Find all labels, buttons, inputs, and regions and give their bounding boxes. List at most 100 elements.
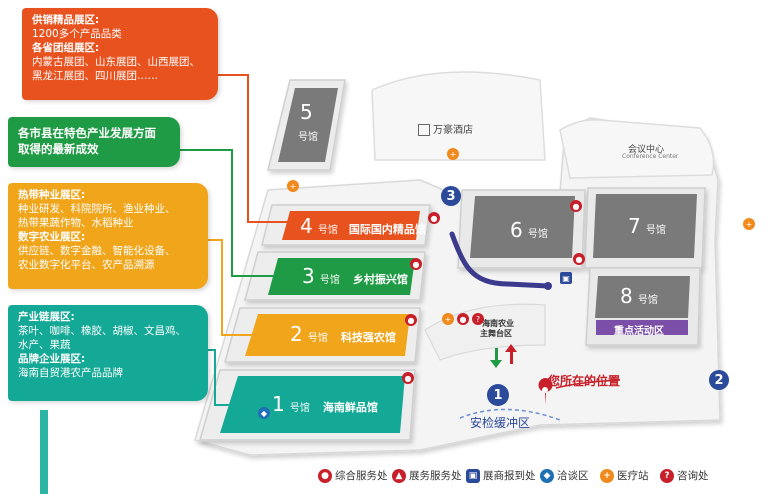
hall-1-name: 海南鲜品馆 <box>322 401 378 414</box>
hall-6-floor <box>470 196 575 258</box>
legend-item-medical: + 医疗站 <box>600 468 649 483</box>
badge-icon: ▣ <box>466 468 480 483</box>
panel-c-text-3: 供应链、数字金融、智能化设备、 <box>18 245 176 257</box>
medical-icon[interactable]: + <box>442 313 454 325</box>
conference-building <box>559 118 715 179</box>
hall-8-number: 8 <box>620 284 633 308</box>
hall-5-floor <box>278 88 338 162</box>
legend-item-negotiation: ◆ 洽谈区 <box>540 468 589 483</box>
badge-icon[interactable]: ▣ <box>560 272 572 284</box>
panel-a-heading-2: 各省团组展区: <box>32 42 100 54</box>
panel-b-text-2: 取得的最新成效 <box>18 142 99 156</box>
teal-accent-bar <box>40 410 48 494</box>
panel-industry-brand: 产业链展区: 茶叶、咖啡、橡胶、胡椒、文昌鸡、 水产、果蔬 品牌企业展区: 海南… <box>8 305 208 401</box>
panel-d-heading-1: 产业链展区: <box>18 311 75 323</box>
hall-8-label[interactable]: 8 号馆 <box>620 284 658 308</box>
conference-label-en: Conference Center <box>622 153 679 160</box>
conference-label: 会议中心 <box>628 145 665 155</box>
hall-6-label[interactable]: 6 号馆 <box>510 218 548 242</box>
panel-a-text-1: 1200多个产品品类 <box>32 28 122 40</box>
hall-5-number: 5 <box>300 100 313 124</box>
legend-item-inquiry: ? 咨询处 <box>660 468 709 483</box>
walkway <box>424 303 546 361</box>
people-icon[interactable]: ● <box>573 253 585 265</box>
hall-3-suffix: 号馆 <box>319 275 340 286</box>
hall-4-name: 国际国内精品馆 <box>348 223 426 236</box>
medical-icon[interactable]: + <box>447 148 459 160</box>
hall-2-name: 科技强农馆 <box>340 331 396 344</box>
hall-8-suffix: 号馆 <box>637 295 658 306</box>
panel-c-heading-1: 热带种业展区: <box>18 189 86 201</box>
panel-c-heading-2: 数字农业展区: <box>18 231 86 243</box>
people-icon[interactable]: ● <box>405 314 417 326</box>
panel-c-text-2: 热带果蔬作物、水稻种业 <box>18 217 134 229</box>
connector-c <box>208 239 258 336</box>
panel-a-text-2: 内蒙古展团、山东展团、山西展团、 <box>32 56 200 68</box>
panel-a-heading-1: 供销精品展区: <box>32 14 100 26</box>
panel-d-text-3: 海南自贸港农产品品牌 <box>18 367 123 379</box>
chat-icon: ◆ <box>540 468 554 483</box>
people-icon[interactable]: ● <box>410 258 422 270</box>
hall-4-label[interactable]: 4 号馆 国际国内精品馆 <box>300 214 426 238</box>
hall-1-label[interactable]: 1 号馆 海南鲜品馆 <box>272 392 378 416</box>
hall-7-label[interactable]: 7 号馆 <box>628 214 666 238</box>
panel-c-text-4: 农业数字化平台、农产品溯源 <box>18 259 155 271</box>
panel-d-heading-2: 品牌企业展区: <box>18 353 86 365</box>
panel-a-text-3: 黑龙江展团、四川展团…… <box>32 70 158 82</box>
medical-icon: + <box>600 468 614 483</box>
hall-6-suffix: 号馆 <box>527 229 548 240</box>
hotel-label: 万豪酒店 <box>418 121 473 136</box>
hotel-building <box>371 71 546 161</box>
hotel-icon <box>418 124 430 136</box>
panel-county-achievements: 各市县在特色产业发展方面 取得的最新成效 <box>8 117 180 167</box>
panel-d-text-1: 茶叶、咖啡、橡胶、胡椒、文昌鸡、 <box>18 325 186 337</box>
entrance-marker-3[interactable]: 3 <box>441 186 461 206</box>
panel-d-text-2: 水产、果蔬 <box>18 339 71 351</box>
main-stage-label-1: 海南农业 <box>482 319 514 328</box>
people-icon[interactable]: ● <box>428 212 440 224</box>
hall-7-floor <box>593 194 697 258</box>
buffer-zone-label: 安检缓冲区 <box>470 416 531 430</box>
hall-3-label[interactable]: 3 号馆 乡村振兴馆 <box>302 264 408 288</box>
panel-seed-digital: 热带种业展区: 种业研发、科院院所、渔业种业、 热带果蔬作物、水稻种业 数字农业… <box>8 183 208 289</box>
entrance-marker-1[interactable]: 1 <box>487 384 509 406</box>
hall-5-suffix: 号馆 <box>298 132 318 143</box>
connector-a <box>218 74 290 223</box>
question-icon[interactable]: ? <box>472 313 484 325</box>
key-activity-label: 重点活动区 <box>614 326 664 337</box>
hall-2-label[interactable]: 2 号馆 科技强农馆 <box>290 322 396 346</box>
hall-7-suffix: 号馆 <box>645 225 666 236</box>
people-icon[interactable]: ● <box>457 313 469 325</box>
connector-b <box>180 149 280 277</box>
main-stage-label-2: 主舞台区 <box>480 329 512 338</box>
medical-icon[interactable]: + <box>743 218 755 230</box>
hall-7-number: 7 <box>628 214 641 238</box>
question-icon: ? <box>660 468 674 483</box>
hall-1-number: 1 <box>272 392 285 416</box>
hall-2-suffix: 号馆 <box>307 333 328 344</box>
hall-8-floor <box>595 276 690 318</box>
hall-1-floor <box>220 376 405 433</box>
entrance-marker-2[interactable]: 2 <box>709 370 729 390</box>
panel-c-text-1: 种业研发、科院院所、渔业种业、 <box>18 203 176 215</box>
connector-d <box>208 349 238 406</box>
person-icon: ▲ <box>392 468 406 483</box>
hall-3-floor <box>268 258 415 295</box>
hall-4-suffix: 号馆 <box>317 225 338 236</box>
hall-2-number: 2 <box>290 322 303 346</box>
medical-icon[interactable]: + <box>287 180 299 192</box>
hall-3-number: 3 <box>302 264 315 288</box>
key-activity-bar <box>596 320 688 335</box>
legend-item-general-service: ● 综合服务处 <box>318 468 388 483</box>
hall-6-number: 6 <box>510 218 523 242</box>
you-are-here-label: 您所在的位置 <box>548 374 621 388</box>
people-icon[interactable]: ● <box>402 372 414 384</box>
legend-item-exhibitor-registration: ▣ 展商报到处 <box>466 468 536 483</box>
hall-3-name: 乡村振兴馆 <box>352 273 408 286</box>
buffer-zone-curve <box>459 408 561 421</box>
people-icon[interactable]: ● <box>570 200 582 212</box>
route-path <box>449 231 551 289</box>
legend-item-exhibition-service: ▲ 展务服务处 <box>392 468 462 483</box>
chat-icon[interactable]: ◆ <box>258 407 270 419</box>
